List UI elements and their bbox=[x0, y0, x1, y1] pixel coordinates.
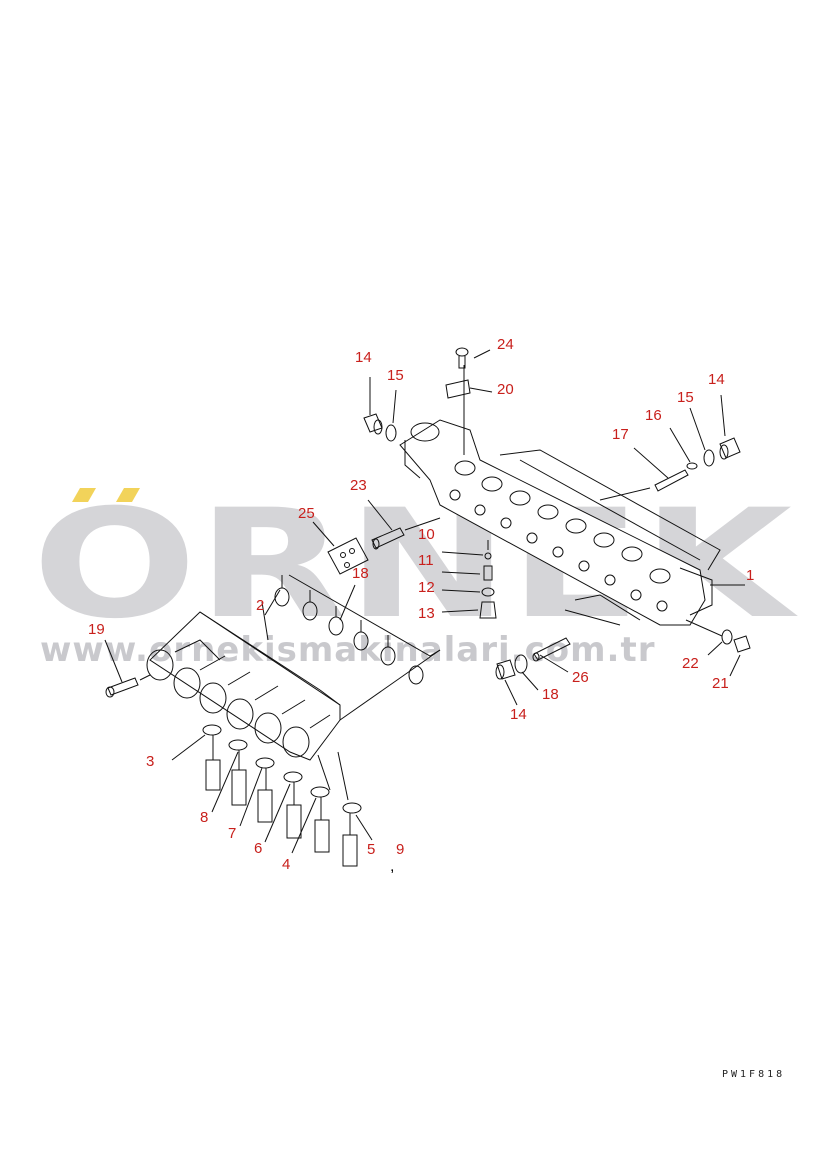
valve-body bbox=[399, 419, 721, 626]
part-22 bbox=[721, 629, 733, 645]
callout-8: 8 bbox=[200, 809, 209, 826]
solenoid-bank bbox=[146, 611, 441, 761]
part-23 bbox=[371, 527, 405, 550]
callout-25: 25 bbox=[298, 505, 315, 522]
callout-14: 14 bbox=[355, 349, 372, 366]
watermark-accent bbox=[72, 488, 140, 502]
callout-14: 14 bbox=[510, 706, 527, 723]
part-26 bbox=[532, 637, 571, 662]
callout-17: 17 bbox=[612, 426, 629, 443]
callout-4: 4 bbox=[282, 856, 291, 873]
part-13 bbox=[479, 601, 497, 619]
callout-24: 24 bbox=[497, 336, 514, 353]
callout-7: 7 bbox=[228, 825, 237, 842]
oring-15-right bbox=[703, 449, 715, 467]
callout-22: 22 bbox=[682, 655, 699, 672]
callout-9: 9 bbox=[396, 841, 405, 858]
callout-1: 1 bbox=[746, 567, 755, 584]
oring-18-row bbox=[274, 587, 424, 685]
callout-15: 15 bbox=[677, 389, 694, 406]
callout-14: 14 bbox=[708, 371, 725, 388]
watermark-url: www.ornekismakinalari.com.tr bbox=[40, 630, 656, 670]
callout-5: 5 bbox=[367, 841, 376, 858]
callout-23: 23 bbox=[350, 477, 367, 494]
callout-3: 3 bbox=[146, 753, 155, 770]
part-12 bbox=[481, 587, 495, 597]
part-25 bbox=[327, 537, 369, 575]
drawing-code: PW1F818 bbox=[722, 1069, 786, 1080]
callout-26: 26 bbox=[572, 669, 589, 686]
spool-17 bbox=[654, 469, 689, 492]
callout-11: 11 bbox=[418, 552, 434, 569]
plug-14-left bbox=[363, 413, 383, 435]
callout-6: 6 bbox=[254, 840, 263, 857]
callout-12: 12 bbox=[418, 579, 435, 596]
part-16 bbox=[686, 462, 698, 470]
plug-14-bottom bbox=[495, 659, 516, 680]
screw-24 bbox=[455, 347, 469, 369]
callout-18: 18 bbox=[352, 565, 369, 582]
spring-11 bbox=[483, 565, 493, 581]
callout-19: 19 bbox=[88, 621, 105, 638]
callout-16: 16 bbox=[645, 407, 662, 424]
callout-18: 18 bbox=[542, 686, 559, 703]
connector-bank bbox=[202, 724, 362, 867]
oring-15-left bbox=[385, 424, 397, 442]
bolt-19 bbox=[105, 677, 139, 698]
callout-21: 21 bbox=[712, 675, 729, 692]
oring-18-bottom bbox=[514, 654, 528, 674]
callout-13: 13 bbox=[418, 605, 435, 622]
stray-mark: , bbox=[390, 858, 395, 875]
plug-14-right bbox=[719, 437, 741, 460]
callout-15: 15 bbox=[387, 367, 404, 384]
plug-21 bbox=[733, 635, 751, 653]
callout-10: 10 bbox=[418, 526, 435, 543]
callout-20: 20 bbox=[497, 381, 514, 398]
callout-2: 2 bbox=[256, 597, 265, 614]
plate-20 bbox=[445, 379, 471, 399]
